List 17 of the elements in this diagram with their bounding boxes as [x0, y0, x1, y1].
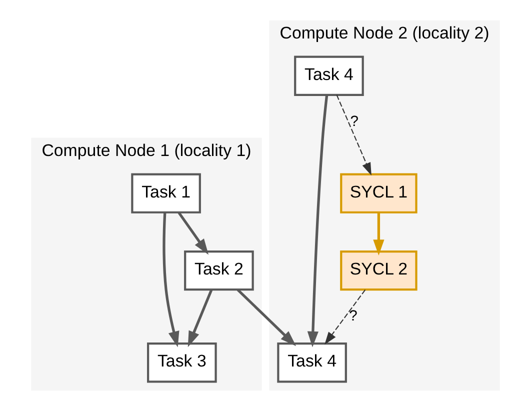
arrow	[162, 212, 180, 348]
arrow	[373, 212, 384, 256]
node-box: Task 3	[147, 342, 217, 383]
arrow	[178, 212, 209, 255]
edge-label: ?	[350, 114, 358, 130]
arrow	[236, 288, 296, 346]
node-box: SYCL 1	[340, 173, 418, 214]
edge-label: ?	[349, 308, 358, 324]
node-box: Task 1	[131, 173, 201, 214]
node-box: Task 4	[294, 56, 364, 96]
arrow	[307, 95, 328, 348]
arrow	[324, 290, 366, 345]
arrow	[336, 94, 372, 176]
node-box: Task 2	[184, 250, 254, 291]
arrow	[188, 289, 213, 348]
node-box: Task 4	[277, 342, 347, 383]
node-box: SYCL 2	[340, 250, 418, 291]
